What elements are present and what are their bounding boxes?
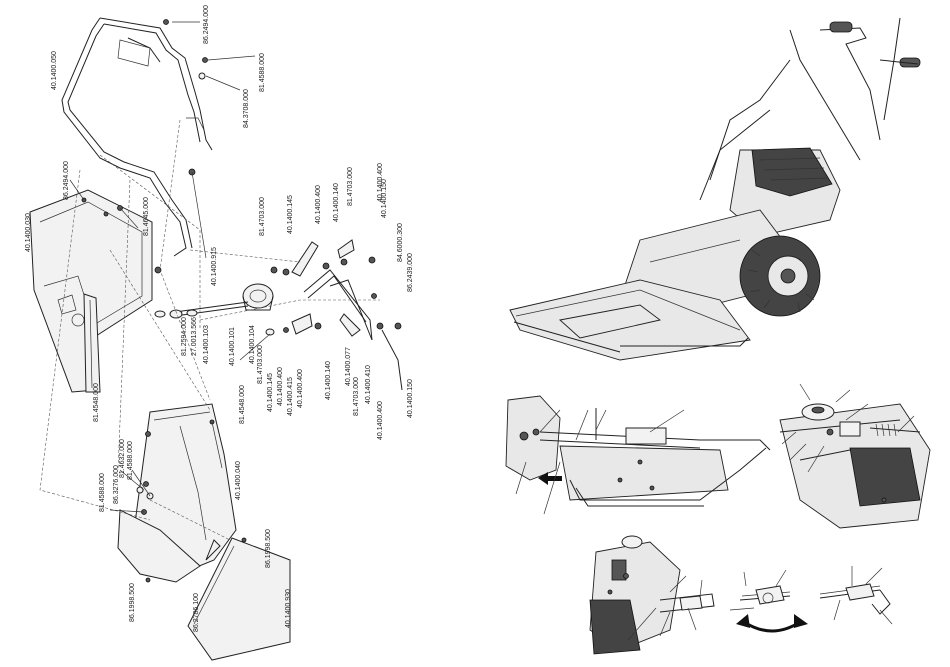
part-label: 81.2594.000	[181, 317, 188, 356]
lever-assembly	[270, 239, 403, 391]
part-label: 27.0013.566	[191, 317, 198, 356]
part-label: 40.1400.930	[285, 589, 292, 628]
part-label: 40.1400.400	[377, 401, 384, 440]
part-label: 40.1400.410	[365, 365, 372, 404]
part-label: 86.1998.500	[129, 583, 136, 622]
part-label: 86.2494.000	[63, 161, 70, 200]
part-label: 40.1400.415	[287, 377, 294, 416]
protection-plate	[145, 537, 291, 661]
part-label: 40.1400.140	[333, 183, 340, 222]
part-label: 81.4703.000	[259, 197, 266, 236]
part-label: 40.1400.030	[25, 213, 32, 252]
detail-clutch-bottom	[589, 535, 893, 655]
part-label: 40.1400.104	[249, 325, 256, 364]
part-label: 40.1400.400	[277, 367, 284, 406]
part-label: 40.1400.077	[345, 347, 352, 386]
part-label: 81.4588.000	[127, 441, 134, 480]
leader-lines	[69, 21, 271, 513]
part-label: 81.4548.000	[93, 383, 100, 422]
part-label: 40.1400.150	[407, 379, 414, 418]
exploded-view: 86.2494.000 81.4588.000 84.3708.000 40.1…	[25, 5, 414, 661]
detail-pulley-right	[779, 383, 931, 529]
base-plate	[29, 189, 153, 393]
mower-illustration	[509, 17, 921, 361]
part-label: 84.6000.300	[397, 223, 404, 262]
part-label: 81.4588.000	[259, 53, 266, 92]
part-label: 40.1400.040	[235, 461, 242, 500]
part-label: 81.4632.000	[119, 439, 126, 478]
blade-guard	[117, 403, 237, 583]
part-label: 40.1400.101	[229, 327, 236, 366]
part-label: 40.1400.140	[325, 361, 332, 400]
part-label: 84.3708.000	[243, 89, 250, 128]
part-label: 40.1400.050	[51, 51, 58, 90]
detail-mechanism-left	[505, 395, 771, 515]
part-label: 40.1400.400	[377, 163, 384, 202]
part-label: 86.3276.000	[113, 465, 120, 504]
part-label: 81.4703.000	[257, 345, 264, 384]
bolts-top	[81, 19, 208, 274]
part-label: 86.2494.000	[203, 5, 210, 44]
part-label: 81.4548.000	[239, 385, 246, 424]
part-label: 40.1400.915	[211, 247, 218, 286]
part-label: 40.1400.145	[267, 373, 274, 412]
part-label: 40.1400.150	[381, 179, 388, 218]
part-label: 40.1400.145	[287, 195, 294, 234]
part-label: 81.4588.000	[99, 473, 106, 512]
assembly-guides	[39, 119, 380, 541]
part-label: 40.1400.103	[203, 325, 210, 364]
part-labels: 86.2494.000 81.4588.000 84.3708.000 40.1…	[25, 5, 414, 632]
part-label: 40.1400.400	[315, 185, 322, 224]
part-label: 40.1400.400	[297, 369, 304, 408]
part-label: 81.4703.000	[347, 167, 354, 206]
part-label: 86.1998.500	[265, 529, 272, 568]
curved-double-arrow-icon	[736, 614, 808, 633]
pulley-shaft	[154, 283, 275, 336]
part-label: 86.2439.000	[407, 253, 414, 292]
arrow-left-icon	[538, 472, 562, 485]
part-label: 86.2786.100	[193, 593, 200, 632]
handlebar-frame	[61, 17, 213, 257]
part-label: 81.4703.000	[353, 377, 360, 416]
part-label: 81.4645.000	[143, 197, 150, 236]
